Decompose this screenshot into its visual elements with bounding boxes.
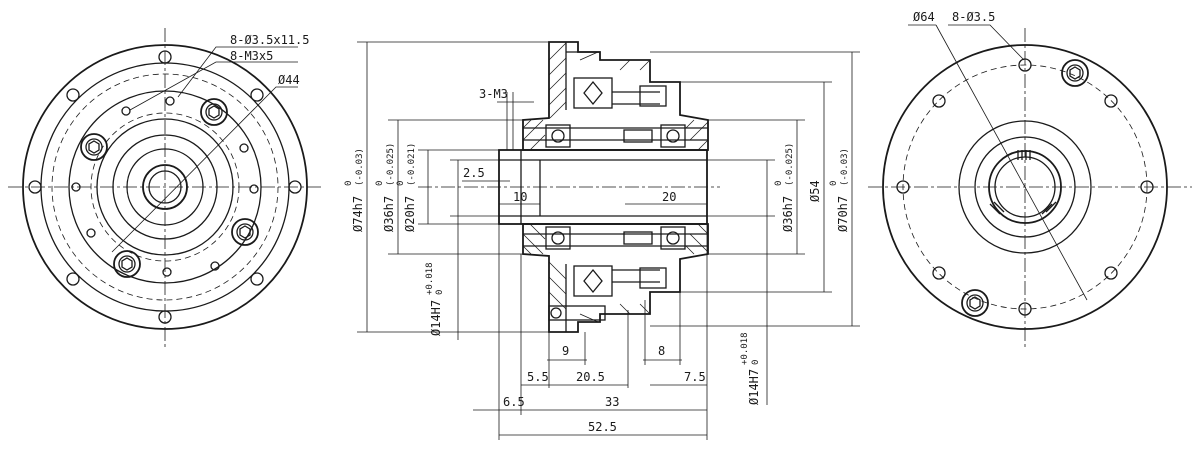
left-diameter-dimensions: Ø74h7 0 (-0.03) Ø36h7 0 (-0.025) Ø20h7 0… xyxy=(344,41,549,340)
right-bolt-holes xyxy=(896,58,1154,316)
dim-outer-right-tol-upper: 0 xyxy=(829,181,839,186)
thread-callout: 3-M3 xyxy=(479,87,508,101)
dim-bore-left: Ø14H7 xyxy=(429,300,443,336)
outer-bolt-holes xyxy=(28,50,302,324)
dim-9: 9 xyxy=(562,344,569,358)
keyway-marks xyxy=(989,150,1057,215)
dim-pilot-left-tol-lower: (-0.025) xyxy=(386,143,396,186)
dim-pilot-right-tol-upper: 0 xyxy=(774,181,784,186)
dim-6-5: 6.5 xyxy=(503,395,525,409)
dim-pilot-left: Ø36h7 xyxy=(382,196,396,232)
right-diameter-dimensions: Ø36h7 0 (-0.025) Ø54 Ø70h7 0 (-0.03) Ø14… xyxy=(650,51,860,405)
dim-bore-right-tol-lower: 0 xyxy=(751,360,761,365)
bottom-length-dimensions: 9 8 5.5 20.5 7.5 6.5 33 52.5 xyxy=(473,224,708,440)
cap-screws xyxy=(80,98,259,278)
dim-outer-right: Ø70h7 xyxy=(836,196,850,232)
dim-bore-left-tol-upper: +0.018 xyxy=(425,262,435,295)
dim-pilot-right: Ø36h7 xyxy=(781,196,795,232)
dim-bore-left-tol-lower: 0 xyxy=(435,290,445,295)
dim-7-5: 7.5 xyxy=(684,370,706,384)
left-end-view: 8-Ø3.5x11.5 8-M3x5 Ø44 xyxy=(8,28,324,350)
dim-20: 20 xyxy=(662,190,676,204)
left-pcd-callout: Ø44 xyxy=(278,73,300,87)
internal-length-dimensions: 3-M3 2.5 10 20 xyxy=(462,87,707,205)
right-holes-callout: 8-Ø3.5 xyxy=(952,10,995,24)
dim-outer-left: Ø74h7 xyxy=(351,196,365,232)
dim-hub-left-tol-lower: (-0.021) xyxy=(407,143,417,186)
dim-bore-right: Ø14H7 xyxy=(747,369,761,405)
dim-5-5: 5.5 xyxy=(527,370,549,384)
left-holes-callout: 8-Ø3.5x11.5 xyxy=(230,33,309,47)
inner-threaded-holes xyxy=(71,96,259,277)
dim-bore-right-tol-upper: +0.018 xyxy=(740,332,750,365)
left-threads-callout: 8-M3x5 xyxy=(230,49,273,63)
dim-mid-right: Ø54 xyxy=(808,180,822,202)
right-end-view: Ø64 8-Ø3.5 xyxy=(868,10,1192,350)
dim-2-5: 2.5 xyxy=(463,166,485,180)
dim-33: 33 xyxy=(605,395,619,409)
right-cap-screws xyxy=(961,59,1089,317)
dim-pilot-right-tol-lower: (-0.025) xyxy=(785,143,795,186)
right-pcd-callout: Ø64 xyxy=(913,10,935,24)
dim-8: 8 xyxy=(658,344,665,358)
lower-housing xyxy=(522,223,709,333)
dim-hub-left: Ø20h7 xyxy=(403,196,417,232)
dim-outer-left-tol-upper: 0 xyxy=(344,181,354,186)
dim-10: 10 xyxy=(513,190,527,204)
dim-hub-left-tol-upper: 0 xyxy=(396,181,406,186)
dim-outer-left-tol-lower: (-0.03) xyxy=(355,148,365,186)
dim-outer-right-tol-lower: (-0.03) xyxy=(840,148,850,186)
section-view: Ø74h7 0 (-0.03) Ø36h7 0 (-0.025) Ø20h7 0… xyxy=(344,41,860,440)
dim-pilot-left-tol-upper: 0 xyxy=(375,181,385,186)
dim-52-5: 52.5 xyxy=(588,420,617,434)
dim-20-5: 20.5 xyxy=(576,370,605,384)
upper-housing xyxy=(522,41,709,151)
